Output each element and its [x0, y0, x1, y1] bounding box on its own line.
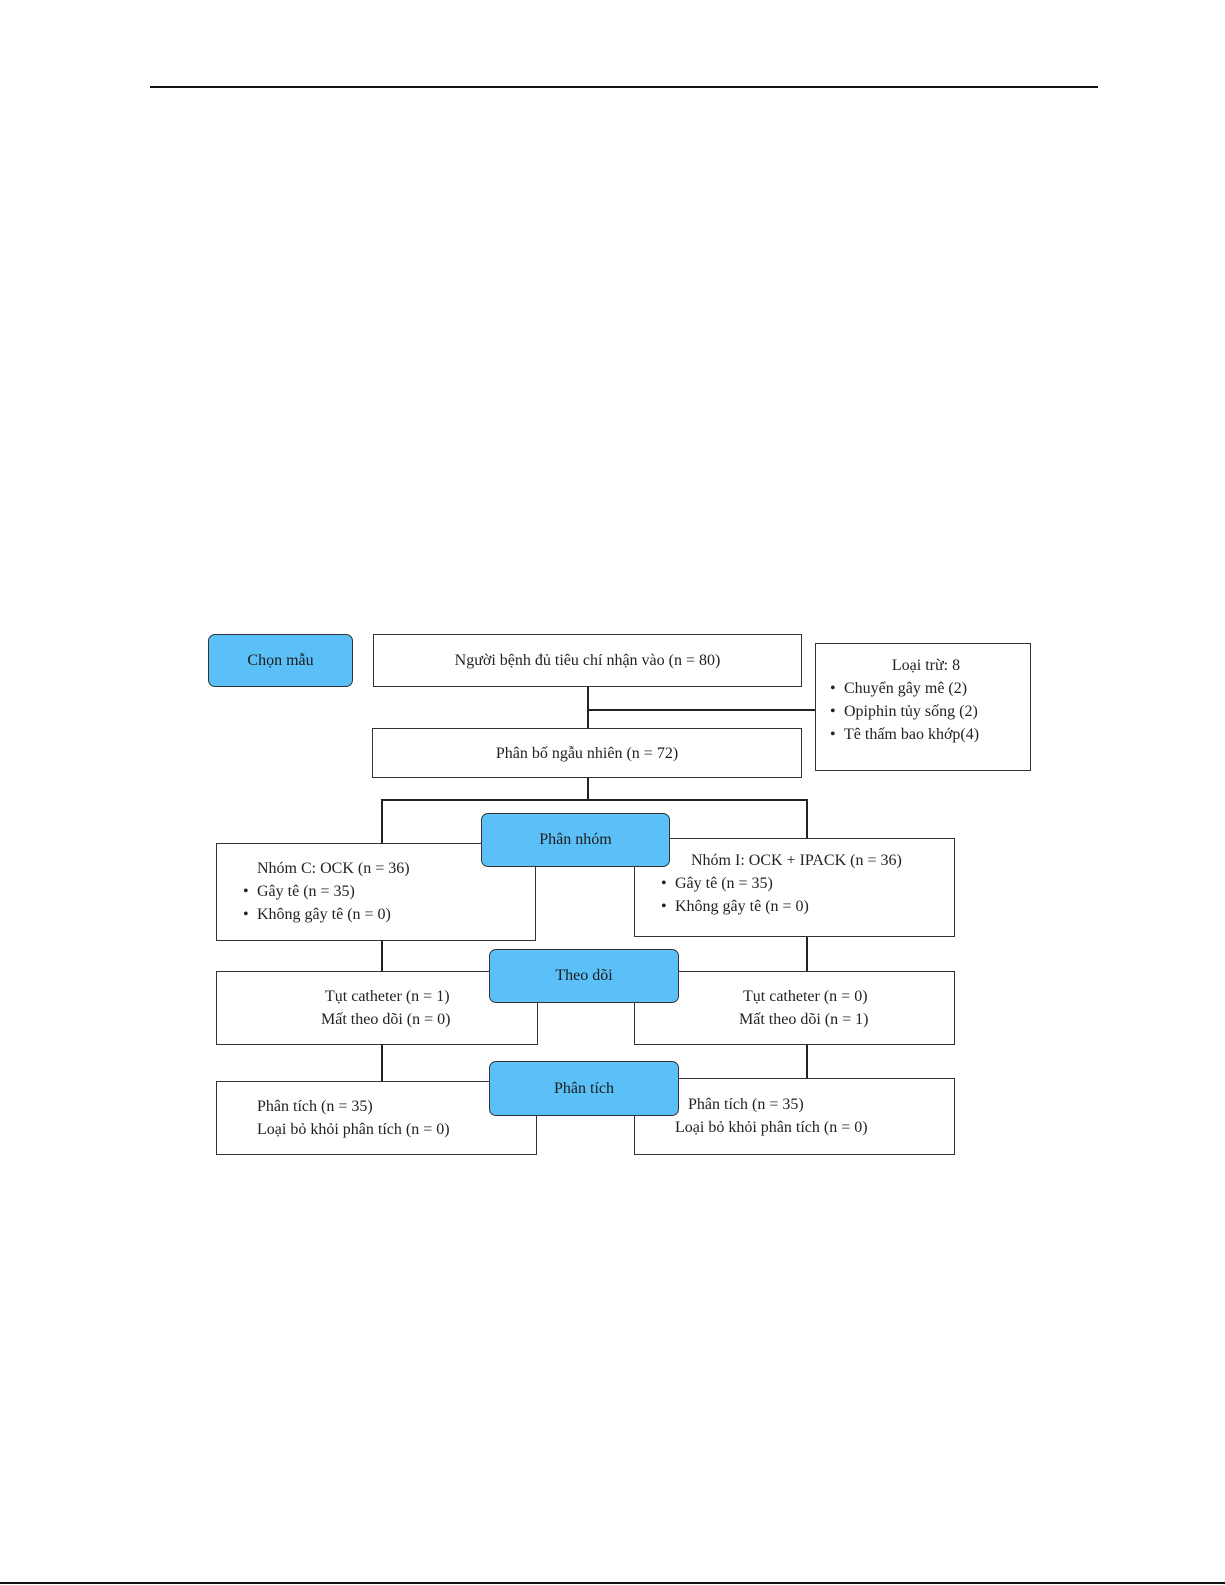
- group-i-followup-box: Tụt catheter (n = 0) Mất theo dõi (n = 1…: [634, 971, 955, 1045]
- group-i-analysis-box: Phân tích (n = 35) Loại bỏ khỏi phân tíc…: [634, 1078, 955, 1155]
- group-c-analysis-box: Phân tích (n = 35) Loại bỏ khỏi phân tíc…: [216, 1081, 537, 1155]
- stage-selection-label: Chọn mẫu: [247, 651, 314, 669]
- excluded-list: Chuyển gây mê (2) Opiphin tủy sống (2) T…: [830, 677, 1022, 746]
- group-i-followup-line: Mất theo dõi (n = 1): [739, 1011, 869, 1028]
- group-i-analysis-line: Phân tích (n = 35): [688, 1096, 804, 1113]
- connector-i-followup: [806, 936, 808, 972]
- group-c-analysis-line: Phân tích (n = 35): [257, 1098, 373, 1115]
- group-c-item: Không gây tê (n = 0): [243, 903, 525, 926]
- group-i-followup-line: Tụt catheter (n = 0): [743, 988, 868, 1005]
- group-i-title: Nhóm I: OCK + IPACK (n = 36): [691, 852, 902, 869]
- randomized-text: Phân bố ngẫu nhiên (n = 72): [495, 744, 679, 762]
- group-c-followup-line: Mất theo dõi (n = 0): [321, 1011, 451, 1028]
- header-rule: [150, 86, 1098, 88]
- eligible-text: Người bệnh đủ tiêu chí nhận vào (n = 80): [454, 652, 721, 669]
- group-c-followup-box: Tụt catheter (n = 1) Mất theo dõi (n = 0…: [216, 971, 538, 1045]
- connector-eligible-randomized: [587, 686, 589, 729]
- connector-exclusion: [588, 709, 816, 711]
- group-i-box: Nhóm I: OCK + IPACK (n = 36) Gây tê (n =…: [634, 838, 955, 937]
- excluded-item: Chuyển gây mê (2): [830, 677, 1022, 700]
- group-c-followup-line: Tụt catheter (n = 1): [325, 988, 450, 1005]
- group-c-item: Gây tê (n = 35): [243, 880, 525, 903]
- stage-selection: Chọn mẫu: [208, 634, 353, 687]
- footer-rule: [0, 1582, 1225, 1584]
- group-i-list: Gây tê (n = 35) Không gây tê (n = 0): [661, 872, 944, 918]
- connector-randomized-down: [587, 777, 589, 800]
- connector-c-analysis: [381, 1044, 383, 1082]
- connector-c-followup: [381, 940, 383, 972]
- group-i-item: Gây tê (n = 35): [661, 872, 944, 895]
- group-c-analysis-line: Loại bỏ khỏi phân tích (n = 0): [257, 1121, 450, 1138]
- group-c-list: Gây tê (n = 35) Không gây tê (n = 0): [243, 880, 525, 926]
- connector-i-analysis: [806, 1044, 808, 1079]
- connector-split-horizontal: [381, 799, 808, 801]
- stage-grouping: Phân nhóm: [481, 813, 670, 867]
- excluded-item: Tê thấm bao khớp(4): [830, 723, 1022, 746]
- stage-followup: Theo dõi: [489, 949, 679, 1003]
- stage-analysis-label: Phân tích: [554, 1079, 614, 1097]
- stage-analysis: Phân tích: [489, 1061, 679, 1116]
- eligible-box: Người bệnh đủ tiêu chí nhận vào (n = 80): [373, 634, 802, 687]
- stage-followup-label: Theo dõi: [555, 967, 613, 984]
- stage-grouping-label: Phân nhóm: [539, 831, 612, 848]
- connector-split-left: [381, 799, 383, 844]
- excluded-box: Loại trừ: 8 Chuyển gây mê (2) Opiphin tủ…: [815, 643, 1031, 771]
- group-c-title: Nhóm C: OCK (n = 36): [257, 860, 410, 877]
- randomized-box: Phân bố ngẫu nhiên (n = 72): [372, 728, 802, 778]
- excluded-item: Opiphin tủy sống (2): [830, 700, 1022, 723]
- excluded-title: Loại trừ: 8: [891, 657, 961, 674]
- group-i-analysis-line: Loại bỏ khỏi phân tích (n = 0): [675, 1119, 868, 1136]
- connector-split-right: [806, 799, 808, 839]
- group-i-item: Không gây tê (n = 0): [661, 895, 944, 918]
